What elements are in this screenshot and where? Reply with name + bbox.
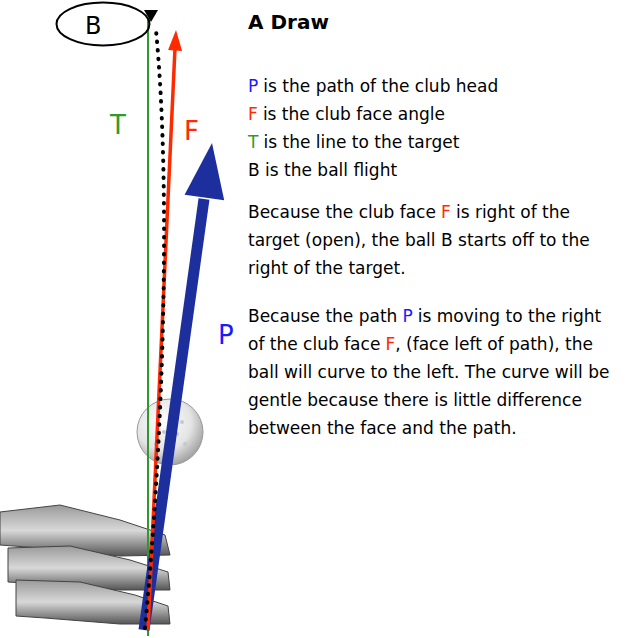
- key-line: B is the ball flight: [248, 156, 397, 184]
- ball-flight: [145, 30, 164, 628]
- ball-ellipse: B: [55, 1, 151, 47]
- path-arrow: [144, 199, 204, 630]
- face-letter: F: [184, 118, 199, 144]
- target-letter: T: [110, 112, 126, 138]
- target-line: [147, 18, 149, 636]
- note-text: is the club face angle: [263, 104, 445, 124]
- face-arrowhead: [168, 30, 182, 51]
- dimple: [183, 442, 187, 446]
- key-letter: F: [385, 334, 395, 354]
- ellipse: [57, 3, 150, 46]
- key-line: Pis the path of the club head: [248, 72, 498, 100]
- key-letter: P: [248, 76, 258, 96]
- key-letter: F: [248, 104, 258, 124]
- path-arrowhead: [185, 143, 225, 200]
- ellipse-outline: [55, 1, 151, 47]
- key-letter: F: [441, 202, 451, 222]
- dimple: [162, 430, 166, 434]
- note-text: B is the ball flight: [248, 160, 397, 180]
- key-line: Tis the line to the target: [248, 128, 459, 156]
- note-text: Because the path: [248, 306, 397, 326]
- key-letter: T: [248, 132, 258, 152]
- key-letter: P: [402, 306, 412, 326]
- paragraph: Because the pathPis moving to the right …: [248, 302, 620, 442]
- path-letter: P: [218, 322, 234, 348]
- note-text: Because the club face: [248, 202, 436, 222]
- note-text: is the line to the target: [263, 132, 459, 152]
- title: A Draw: [248, 10, 329, 34]
- ball-letter: B: [85, 14, 101, 38]
- dimple: [180, 420, 184, 424]
- key-line: Fis the club face angle: [248, 100, 445, 128]
- note-text: is the path of the club head: [263, 76, 498, 96]
- paragraph: Because the club faceFis right of the ta…: [248, 198, 620, 282]
